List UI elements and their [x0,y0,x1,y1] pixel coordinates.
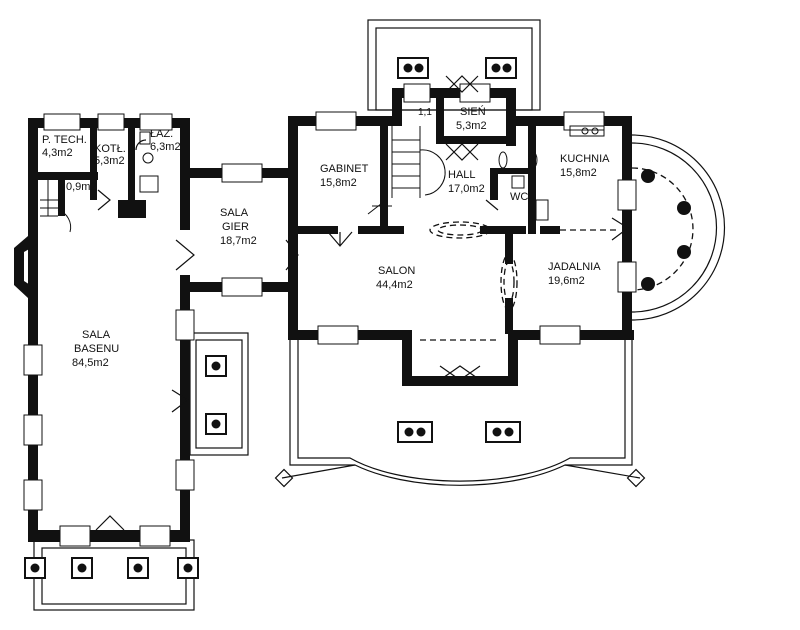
round-terrace [631,134,726,321]
arches [420,221,620,341]
room-area-small-09: 0,9m2 [66,181,97,193]
room-area-salon: 44,4m2 [376,279,413,291]
room-area-small-11: 1,1 [418,107,432,118]
room-labels: P. TECH. 4,3m2 KOTŁ. 5,3m2 ŁAZ. 6,3m2 0,… [42,105,610,369]
planter [485,57,517,79]
entrance-porch [367,19,541,111]
room-name-jadalnia: JADALNIA [548,261,601,273]
room-area-sala-gier: 18,7m2 [220,235,257,247]
room-name-wc: WC [510,191,528,203]
room-name-salon: SALON [378,265,415,277]
front-terrace [274,330,646,488]
fixtures [139,125,605,221]
room-name-sien: SIEŃ [460,105,486,118]
pool-terrace [24,539,199,611]
room-area-gabinet: 15,8m2 [320,177,357,189]
room-area-kotl: 5,3m2 [94,155,125,167]
room-area-sala-basenu: 84,5m2 [72,357,109,369]
room-name-sala-basenu-1: SALA [82,329,111,341]
side-terrace [189,332,249,456]
room-name-sala-gier-1: SALA [220,207,249,219]
room-area-jadalnia: 19,6m2 [548,275,585,287]
room-name-kuchnia: KUCHNIA [560,153,610,165]
room-name-hall: HALL [448,169,476,181]
planter [397,57,429,79]
room-name-kotl: KOTŁ. [94,143,126,155]
room-area-sien: 5,3m2 [456,120,487,132]
room-name-sala-basenu-2: BASENU [74,343,119,355]
room-name-sala-gier-2: GIER [222,221,249,233]
room-area-p-tech: 4,3m2 [42,147,73,159]
windows [23,83,637,547]
room-name-laz: ŁAZ. [150,128,173,140]
room-area-kuchnia: 15,8m2 [560,167,597,179]
room-name-gabinet: GABINET [320,163,369,175]
doors [95,75,630,531]
room-area-laz: 6,3m2 [150,141,181,153]
room-area-hall: 17,0m2 [448,183,485,195]
room-name-p-tech: P. TECH. [42,134,87,146]
